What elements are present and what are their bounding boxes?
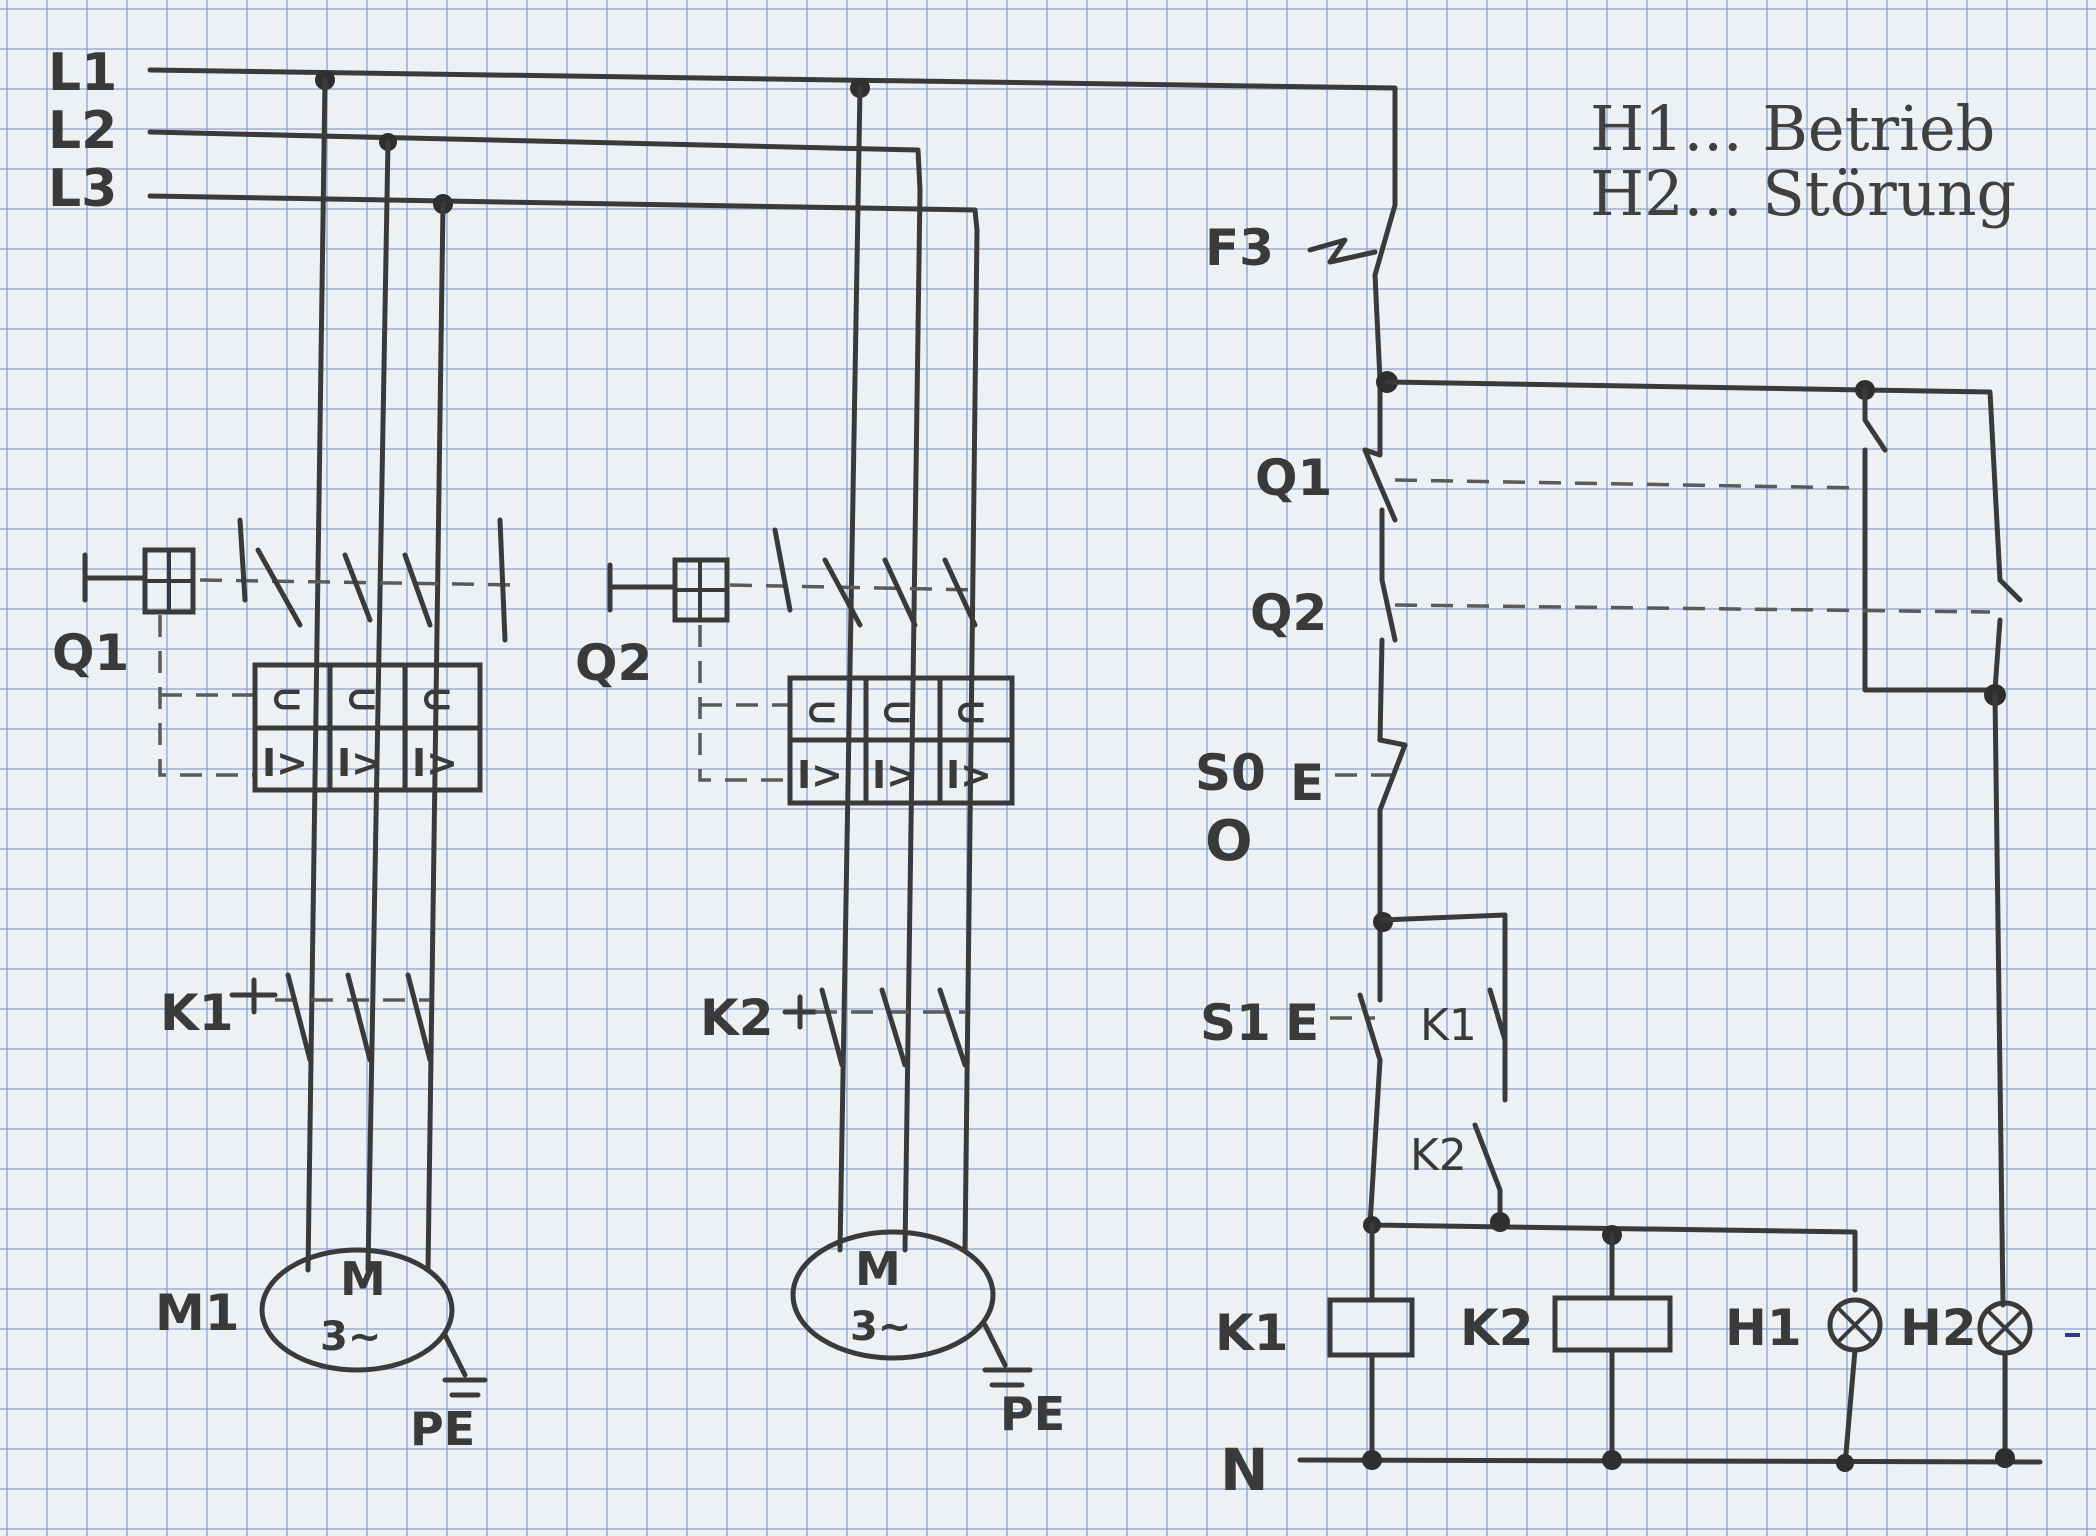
label-m1: M1: [155, 1284, 240, 1342]
motor2-branch: Q2 ⊂ ⊂ ⊂ I> I> I> K2 M 3~ PE: [575, 85, 1065, 1441]
motor1-branch: Q1 ⊂ ⊂ ⊂ I> I> I> K1 M1 M 3~ PE: [52, 77, 521, 1456]
f3-contact: [1372, 202, 1398, 383]
conductor: [902, 187, 923, 1253]
s0-e: E: [1290, 754, 1324, 812]
junction-dot: [1836, 1454, 1854, 1472]
magnetic-symbol: I>: [412, 741, 458, 785]
label-h2: H2: [1900, 1299, 1977, 1357]
junction-dot: [1490, 1212, 1510, 1232]
conductor: [837, 85, 863, 1253]
k2-coil-operator: [782, 994, 818, 1030]
legend-h1: H1... Betrieb: [1590, 92, 1995, 165]
q2-handle: [607, 562, 678, 613]
label-l1: L1: [48, 43, 117, 103]
q1-aux-link: [1394, 478, 1861, 490]
motor1-phases: 3~: [320, 1314, 381, 1360]
label-s1: S1: [1200, 994, 1271, 1052]
motor1: [259, 1247, 455, 1373]
control-main-rail: [1362, 377, 1385, 1228]
label-q1-aux: Q1: [1255, 449, 1332, 507]
legend: H1... Betrieb H2... Störung: [1590, 92, 2016, 230]
label-n: N: [1220, 1436, 1269, 1504]
k1-hold-contact: [1487, 987, 1508, 1043]
q2-contacts: [772, 527, 978, 628]
q1-aux-contact: [1362, 447, 1398, 523]
label-q2: Q2: [575, 634, 652, 692]
k2-interlock-contact: [1472, 1122, 1503, 1223]
q1-contacts: [237, 517, 508, 643]
motor2-phases: 3~: [850, 1304, 911, 1350]
label-k1-coil: K1: [1215, 1304, 1289, 1362]
q1-mechanical-link: [199, 578, 521, 587]
q2-aux-link: [1394, 603, 1991, 614]
s0-contact: [1377, 737, 1408, 813]
conductor: [365, 139, 391, 1273]
s1-e: E: [1285, 994, 1319, 1052]
magnetic-symbol: I>: [946, 753, 992, 797]
line-l3: [147, 193, 980, 233]
q-aux-contacts: [1862, 387, 2023, 693]
label-f3: F3: [1205, 219, 1274, 277]
label-s0: S0: [1195, 744, 1266, 802]
conductor: [425, 201, 446, 1273]
load-bus: [1367, 1222, 1858, 1293]
k2-contacts: [819, 987, 968, 1068]
k1-contacts: [285, 972, 433, 1063]
magnetic-symbol: I>: [337, 741, 383, 785]
label-q2-aux: Q2: [1250, 584, 1327, 642]
signal-branch: [1384, 379, 2003, 583]
conductor: [305, 77, 328, 1273]
thermal-symbol: ⊂: [270, 676, 304, 722]
q2-aux-contact: [1379, 577, 1398, 643]
motor2-symbol: M: [855, 1242, 901, 1296]
label-k1-aux: K1: [1420, 1000, 1477, 1051]
line-n: [1297, 1457, 2043, 1465]
label-s0-o: O: [1205, 809, 1253, 874]
line-l1: [147, 67, 1398, 208]
thermal-symbol: ⊂: [880, 689, 914, 735]
label-pe1: PE: [410, 1402, 475, 1456]
h2-feed: [1992, 692, 2006, 1308]
f3-thermal-icon: [1307, 237, 1378, 265]
line-l2: [147, 129, 923, 193]
label-k2-coil: K2: [1460, 1299, 1534, 1357]
q2-mechanical-link: [729, 583, 981, 592]
junction-dot: [1602, 1450, 1622, 1470]
motor2: [790, 1229, 996, 1361]
k2-coil: [1552, 1295, 1673, 1353]
label-h1: H1: [1725, 1299, 1802, 1357]
k1-coil: [1327, 1297, 1415, 1358]
ground-icon: [442, 1332, 488, 1398]
label-pe2: PE: [1000, 1387, 1065, 1441]
thermal-symbol: ⊂: [420, 676, 454, 722]
magnetic-symbol: I>: [797, 753, 843, 797]
k1-coil-operator: [229, 977, 278, 1015]
q1-handle: [82, 552, 148, 603]
label-k2-aux: K2: [1410, 1130, 1467, 1181]
control-circuit: F3 Q1 Q2 S0 O E S1 E K1 K2: [1195, 202, 2080, 1504]
label-k2-main: K2: [700, 989, 774, 1047]
label-l2: L2: [48, 101, 117, 161]
junction-dot: [1995, 1448, 2015, 1468]
label-q1: Q1: [52, 624, 129, 682]
s1-contact: [1357, 992, 1383, 1063]
magnetic-symbol: I>: [262, 741, 308, 785]
label-k1-main: K1: [160, 984, 234, 1042]
thermal-symbol: ⊂: [345, 676, 379, 722]
label-l3: L3: [48, 159, 117, 219]
legend-h2: H2... Störung: [1590, 157, 2016, 230]
thermal-symbol: ⊂: [954, 689, 988, 735]
motor1-symbol: M: [340, 1252, 386, 1306]
ground-icon: [982, 1322, 1033, 1388]
magnetic-symbol: I>: [872, 753, 918, 797]
junction-dot: [1362, 1450, 1382, 1470]
thermal-symbol: ⊂: [805, 689, 839, 735]
supply-lines: L1 L2 L3: [48, 43, 1398, 233]
